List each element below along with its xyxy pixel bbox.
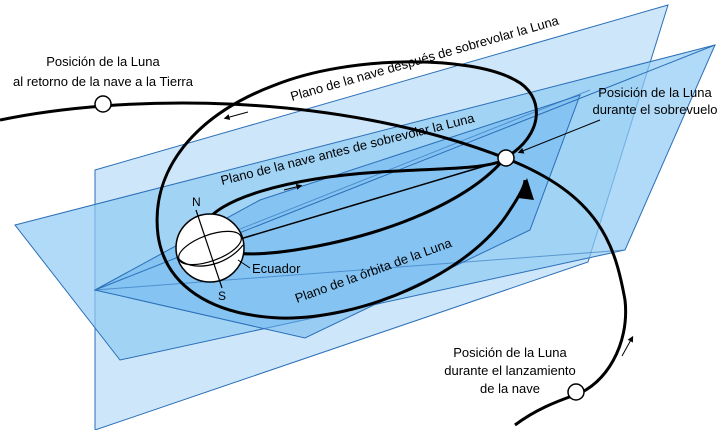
direction-arrow-before [283, 183, 303, 191]
label-moon-launch-line2: durante el lanzamiento [444, 363, 576, 378]
label-moon-launch-line3: de la nave [480, 381, 540, 396]
direction-arrow-after [223, 111, 249, 120]
label-moon-return-line2: al retorno de la nave a la Tierra [13, 74, 194, 89]
label-moon-flyby-line1: Posición de la Luna [598, 85, 712, 100]
moon-launch-marker [567, 383, 585, 401]
label-moon-launch-line1: Posición de la Luna [453, 345, 567, 360]
leader-equator [237, 259, 251, 269]
label-south: S [218, 289, 226, 303]
label-equator: Ecuador [252, 261, 301, 276]
label-moon-return-line1: Posición de la Luna [46, 54, 160, 69]
label-north: N [192, 195, 201, 209]
moon-return-marker [94, 95, 112, 113]
trajectory-arrow-head [518, 178, 534, 200]
intersection-line-3 [199, 89, 591, 246]
label-moon-flyby-line2: durante el sobrevuelo [592, 102, 717, 117]
earth-moon-line [209, 159, 506, 249]
moon-flyby-marker [497, 149, 515, 167]
trajectory-after-flyby [155, 60, 538, 320]
leader-flyby [517, 119, 601, 154]
direction-arrow-moon [621, 335, 634, 357]
earth [175, 209, 245, 289]
